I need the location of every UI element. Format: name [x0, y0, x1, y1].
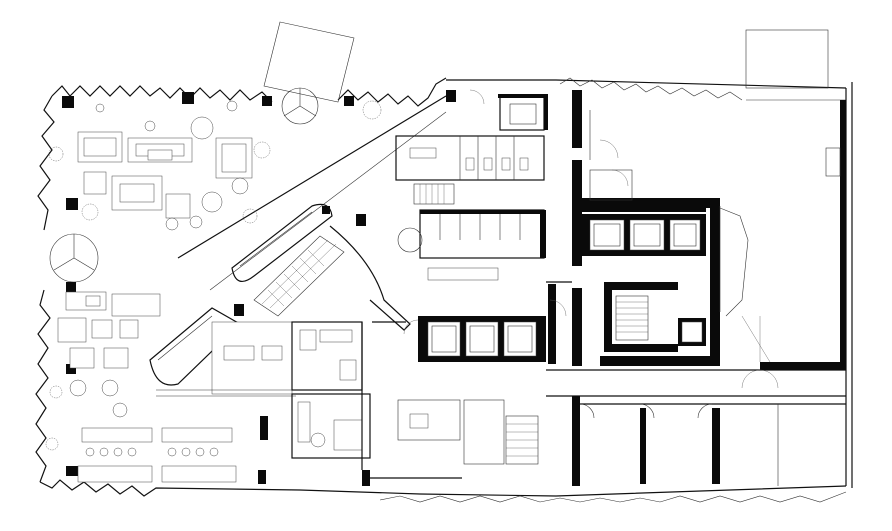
- stair-upper: [413, 183, 455, 205]
- lobby-lounge-furniture: [48, 100, 382, 231]
- building-envelope: [35, 77, 853, 503]
- revolving-door-left: [49, 233, 99, 283]
- structural-columns: [62, 90, 456, 486]
- dining-area-furniture: [45, 291, 237, 483]
- lower-offices: [572, 396, 846, 486]
- lift-bank-left: [418, 316, 546, 362]
- entrance-canopy-top: [263, 21, 355, 125]
- escalator-stair: [253, 225, 411, 331]
- stair-lower: [505, 415, 539, 465]
- bar-counter: [149, 203, 333, 397]
- open-office-zone: [589, 100, 846, 370]
- door-swings: [403, 89, 779, 389]
- core-walls: [572, 90, 720, 366]
- toilet-block-lower: [397, 209, 546, 281]
- entrance-canopy-right: [745, 29, 846, 101]
- toilet-block-upper: [395, 135, 545, 181]
- stair-core: [604, 282, 706, 352]
- kitchen-area: [291, 321, 505, 479]
- service-lift-top: [498, 94, 548, 131]
- lift-bank-right: [582, 214, 706, 256]
